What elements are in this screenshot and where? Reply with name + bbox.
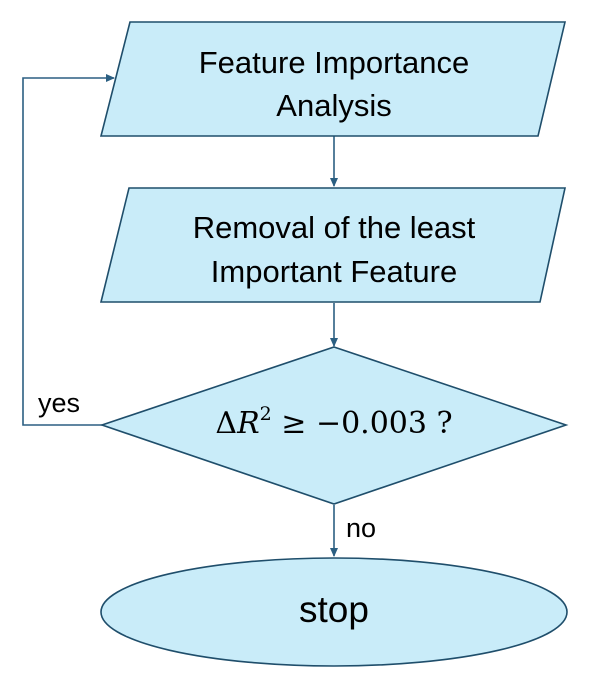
analysis-line-2: Analysis [276, 88, 391, 123]
analysis-line-1: Feature Importance [199, 45, 470, 80]
terminal-ellipse [100, 557, 568, 667]
delta-symbol: Δ [215, 406, 237, 441]
relation: ≥ −0.003 ? [272, 406, 453, 441]
removal-line-2: Important Feature [211, 254, 457, 289]
parallelogram-shape [99, 21, 567, 137]
node-decision: ΔR2 ≥ −0.003 ? [99, 346, 569, 505]
node-feature-importance-analysis: Feature Importance Analysis [99, 21, 567, 137]
node-removal-least-important-feature: Removal of the least Important Feature [99, 187, 566, 303]
stop-label: stop [299, 589, 369, 630]
node-stop: stop [100, 557, 568, 667]
decision-condition: ΔR2 ≥ −0.003 ? [215, 403, 452, 441]
removal-line-1: Removal of the least [193, 210, 476, 245]
yes-label: yes [38, 388, 80, 418]
no-label: no [346, 513, 376, 543]
arrow-yes-loop [22, 74, 115, 426]
exponent: 2 [260, 403, 272, 425]
parallelogram-shape [99, 187, 566, 303]
r-variable: R [236, 406, 260, 441]
diamond-shape [99, 346, 569, 505]
